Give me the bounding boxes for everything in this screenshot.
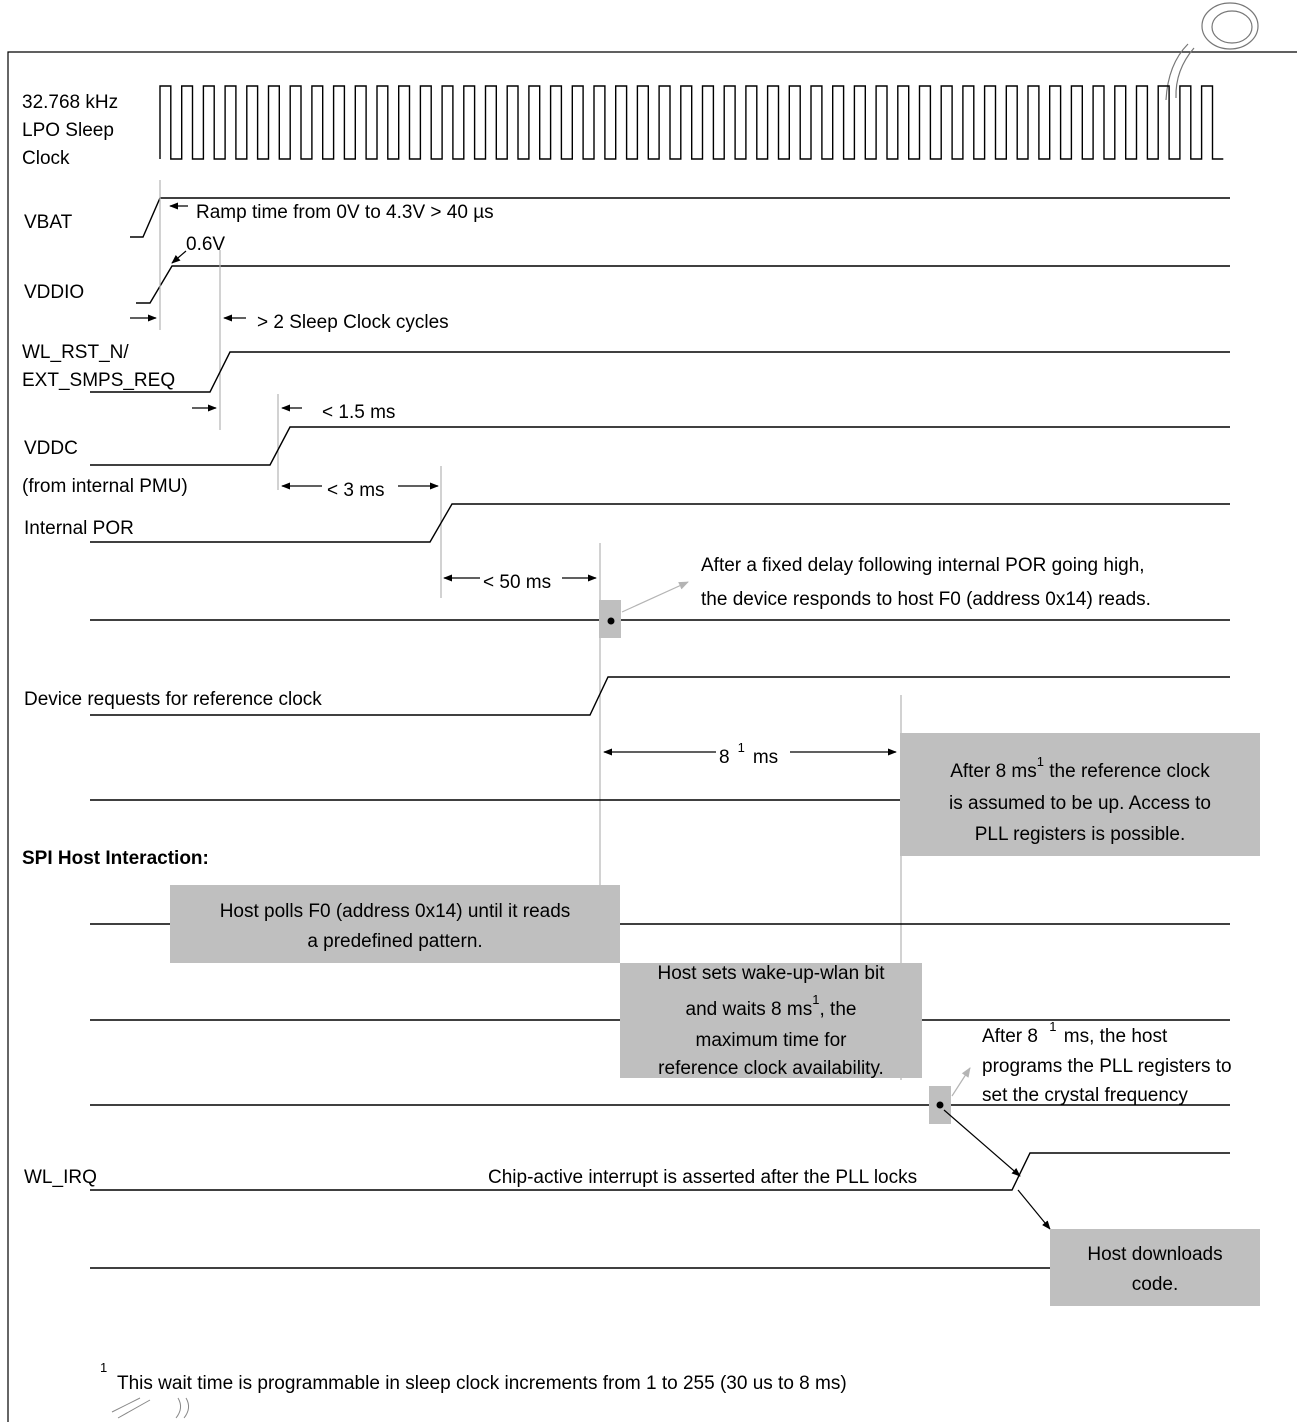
wl-irq-label: WL_IRQ: [24, 1167, 97, 1188]
host-wakeup-note-line4: reference clock availability.: [658, 1058, 884, 1079]
internal-por-label: Internal POR: [24, 518, 134, 539]
f0-ready-pointer: [621, 581, 689, 613]
clock-label-line2: LPO Sleep: [22, 120, 114, 141]
vddio-threshold-label: 0.6V: [186, 234, 225, 255]
f0-ready-note-line2: the device responds to host F0 (address …: [701, 589, 1151, 610]
chip-active-label: Chip-active interrupt is asserted after …: [488, 1167, 917, 1188]
host-wakeup-note-box: [620, 963, 922, 1078]
footnote-text: This wait time is programmable in sleep …: [117, 1373, 847, 1394]
f0-ready-note-line1: After a fixed delay following internal P…: [701, 555, 1145, 576]
ref-clock-up-note-box: [900, 733, 1260, 856]
scribble-mark: [1165, 2, 1259, 101]
host-wakeup-note-line2: and waits 8 ms1, the: [686, 992, 857, 1020]
ref-clock-up-note-line3: PLL registers is possible.: [975, 824, 1186, 845]
host-polls-note-box: [170, 885, 620, 963]
vbat-waveform: [130, 197, 1230, 238]
por-delay-label: < 3 ms: [327, 480, 385, 501]
ref-clock-request-waveform: [90, 676, 1230, 716]
pll-program-note-line2: programs the PLL registers to: [982, 1056, 1232, 1077]
ref-clock-up-note-line1-post: the reference clock: [1044, 761, 1210, 782]
ref-wait-value: 8: [719, 747, 730, 768]
f0-delay-label: < 50 ms: [483, 572, 551, 593]
pll-program-note-sup: 1: [1049, 1019, 1056, 1034]
vddc-label-line2: (from internal PMU): [22, 476, 188, 497]
vbat-label: VBAT: [24, 212, 73, 233]
diagram-frame: [7, 51, 1297, 1422]
f0-ready-dot: [607, 617, 615, 625]
vddc-delay-label: < 1.5 ms: [322, 402, 395, 423]
footnote-marker: 1: [100, 1360, 107, 1375]
wl-rst-waveform: [90, 351, 1230, 393]
spi-host-section-header: SPI Host Interaction:: [22, 848, 209, 869]
wl-rst-label-line1: WL_RST_N/: [22, 342, 129, 363]
clock-label-line1: 32.768 kHz: [22, 92, 118, 113]
host-wakeup-note-line2-pre: and waits 8 ms: [686, 999, 813, 1020]
vddc-label-line1: VDDC: [24, 438, 78, 459]
pll-program-note-line1: After 8 1 ms, the host: [982, 1019, 1168, 1047]
host-download-note-line2: code.: [1132, 1274, 1178, 1295]
host-download-arrow: [1017, 1189, 1051, 1230]
host-polls-note-line2: a predefined pattern.: [307, 931, 482, 952]
vddio-label: VDDIO: [24, 282, 84, 303]
sleep-clock-waveform: [159, 85, 1224, 160]
ref-clock-up-note-line2: is assumed to be up. Access to: [949, 793, 1211, 814]
host-wakeup-note-line2-post: , the: [819, 999, 856, 1020]
pll-program-dot: [936, 1101, 944, 1109]
pll-program-pointer: [951, 1067, 971, 1097]
pll-program-note-line1-post: ms, the host: [1058, 1026, 1167, 1047]
ramp-time-label: Ramp time from 0V to 4.3V > 40 µs: [196, 202, 494, 223]
wl-rst-label-line2: EXT_SMPS_REQ: [22, 370, 175, 391]
host-wakeup-note-line1: Host sets wake-up-wlan bit: [657, 963, 885, 984]
pll-program-note-line1-pre: After 8: [982, 1026, 1043, 1047]
internal-por-waveform: [90, 503, 1230, 543]
ref-clock-up-note-line1-pre: After 8 ms: [950, 761, 1037, 782]
host-wakeup-note-sup: 1: [812, 992, 819, 1007]
sleep-cycles-label: > 2 Sleep Clock cycles: [257, 312, 449, 333]
ref-wait-sup: 1: [738, 740, 745, 755]
scribble-mark-lower: [111, 1397, 190, 1419]
wl-irq-waveform: [90, 1152, 1230, 1191]
ref-clock-up-note-line1: After 8 ms1 the reference clock: [950, 754, 1210, 782]
ref-wait-unit: ms: [753, 747, 778, 768]
pll-lock-arrow: [943, 1109, 1021, 1177]
vddio-threshold-pointer: [171, 250, 187, 264]
pll-program-note-line3: set the crystal frequency: [982, 1085, 1188, 1106]
host-download-note-box: [1050, 1229, 1260, 1306]
vddc-waveform: [90, 426, 1230, 466]
clock-label-line3: Clock: [22, 148, 70, 169]
vddio-waveform: [136, 265, 1230, 304]
ref-clock-request-label: Device requests for reference clock: [24, 689, 322, 710]
host-download-note-line1: Host downloads: [1087, 1244, 1222, 1265]
ref-clock-up-note-sup: 1: [1037, 754, 1044, 769]
host-polls-note-line1: Host polls F0 (address 0x14) until it re…: [220, 901, 571, 922]
host-wakeup-note-line3: maximum time for: [696, 1030, 848, 1051]
